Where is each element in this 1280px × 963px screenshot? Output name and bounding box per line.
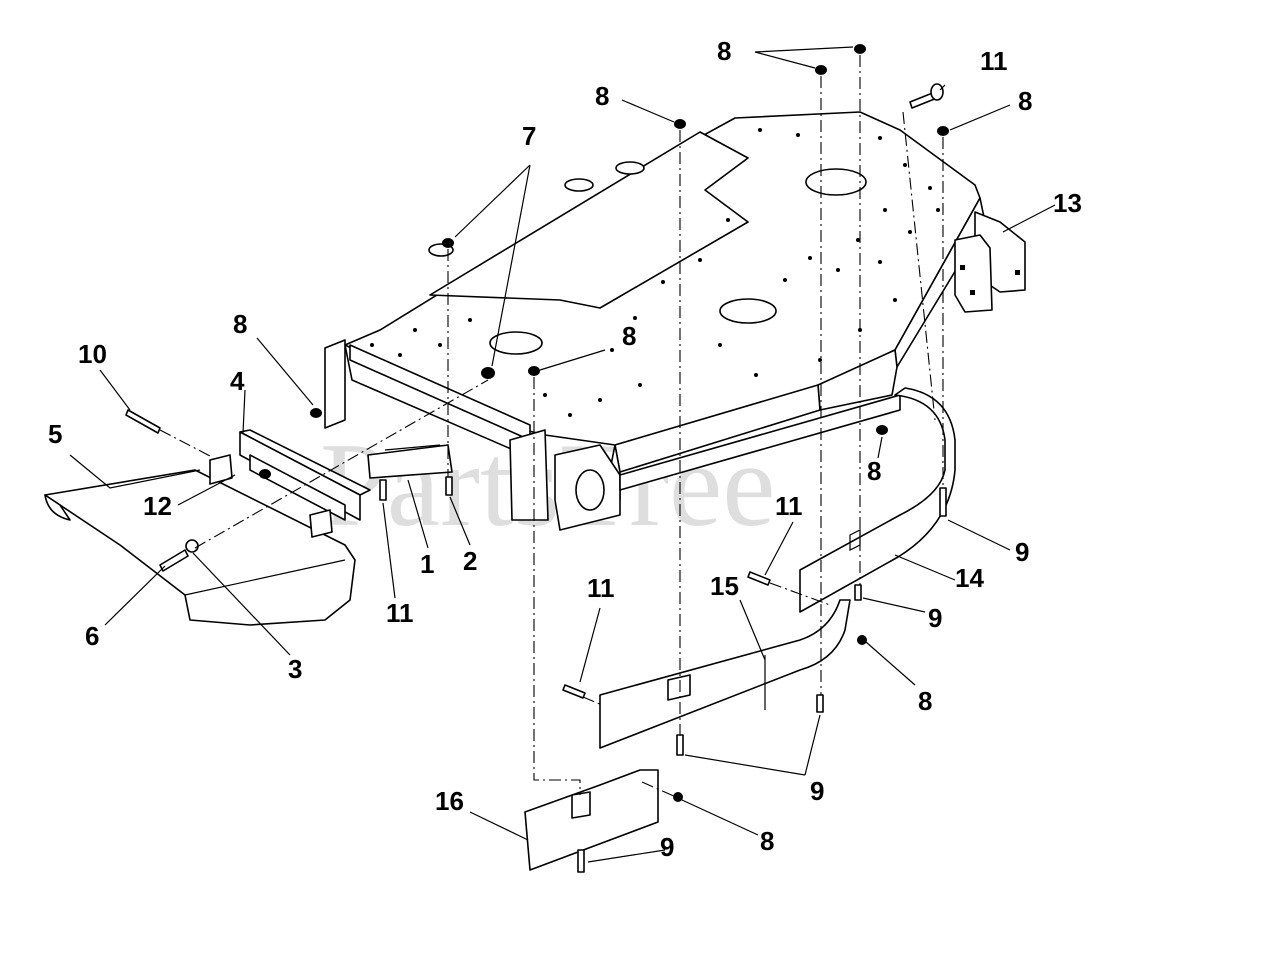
callouts: 1 2 3 4 5 6 7 8 8 8 8 8 8 8 8 9 9 9 9 10… [48, 36, 1082, 862]
callout-8-deck: 8 [595, 81, 609, 111]
callout-8-left: 8 [233, 309, 247, 339]
callout-9-lower: 9 [810, 776, 824, 806]
hardware [125, 44, 949, 873]
callout-8-guard: 8 [918, 686, 932, 716]
callout-4: 4 [230, 366, 245, 396]
callout-14: 14 [955, 563, 984, 593]
front-bracket-bar [239, 429, 371, 521]
callout-1: 1 [420, 549, 434, 579]
callout-16: 16 [435, 786, 464, 816]
assembly-lines [159, 55, 944, 798]
callout-11-top: 11 [980, 46, 1008, 76]
discharge-deflector [44, 454, 356, 626]
callout-15: 15 [710, 571, 739, 601]
callout-11-side: 11 [587, 573, 615, 603]
callout-11-guard: 11 [775, 491, 803, 521]
callout-8-baffle: 8 [760, 826, 774, 856]
callout-3: 3 [288, 654, 302, 684]
side-guard-15 [599, 599, 851, 749]
callout-9-right: 9 [1015, 537, 1029, 567]
callout-8-right: 8 [1018, 86, 1032, 116]
callout-6: 6 [85, 621, 99, 651]
callout-10: 10 [78, 339, 107, 369]
callout-7: 7 [522, 121, 536, 151]
mount-plate [367, 444, 453, 479]
deck-holes [370, 128, 940, 417]
callout-8-center: 8 [622, 321, 636, 351]
callout-13: 13 [1053, 188, 1082, 218]
rear-brackets [954, 211, 1026, 313]
callout-9-guard: 9 [928, 603, 942, 633]
callout-5: 5 [48, 419, 62, 449]
callout-2: 2 [463, 546, 477, 576]
baffle-16 [524, 769, 659, 871]
callout-12: 12 [143, 491, 172, 521]
leader-lines [69, 46, 1056, 863]
callout-9-bottom: 9 [660, 832, 674, 862]
callout-8-top: 8 [717, 36, 731, 66]
callout-11-left: 11 [386, 598, 414, 628]
callout-8-skirt: 8 [867, 456, 881, 486]
